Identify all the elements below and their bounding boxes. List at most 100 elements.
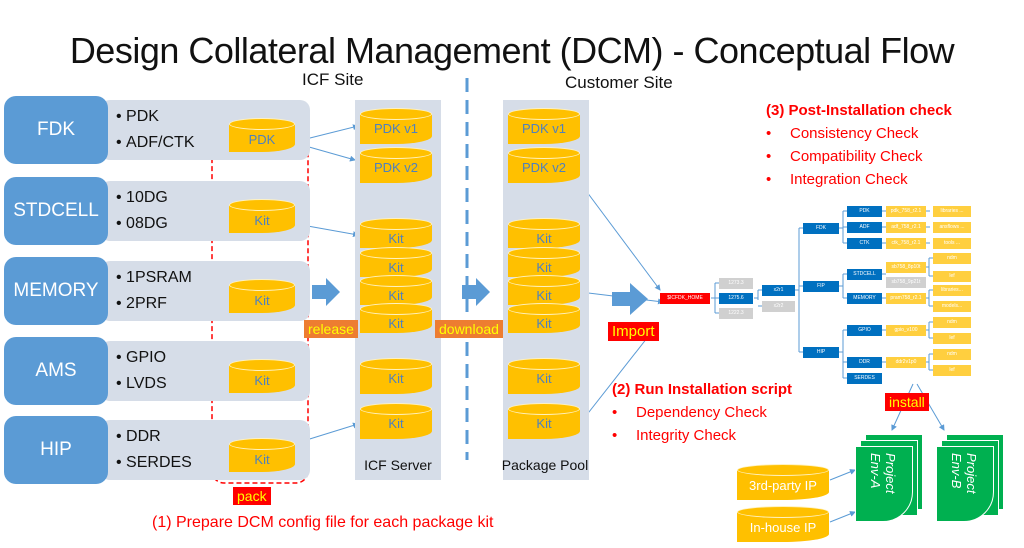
arrow-pdk-v2 xyxy=(301,144,356,162)
tree-hip-node: DDR xyxy=(847,357,882,368)
pack-drum: Kit xyxy=(229,279,295,313)
pack-drum: PDK xyxy=(229,118,295,152)
category-items: 1PSRAM 2PRF xyxy=(116,265,192,317)
arrow-pool-root xyxy=(577,179,661,291)
category-item: LVDS xyxy=(116,371,167,397)
tree-rev: x2r2 xyxy=(762,301,795,312)
storage-drum: Kit xyxy=(508,303,580,333)
tree-group: HIP xyxy=(803,347,839,358)
install-tag: install xyxy=(885,393,929,411)
step2-item: Integrity Check xyxy=(612,424,792,447)
step3-item: Compatibility Check xyxy=(766,145,952,168)
tree-fip-pkg-alt: sb758_9p21t xyxy=(886,277,926,288)
step3-item: Integration Check xyxy=(766,168,952,191)
category-item: 2PRF xyxy=(116,291,192,317)
category-item: 08DG xyxy=(116,211,168,237)
storage-drum: Kit xyxy=(508,403,580,439)
storage-drum: PDK v2 xyxy=(508,147,580,183)
tree-fip-leaf: lef xyxy=(933,271,971,282)
storage-drum: Kit xyxy=(360,303,432,333)
step3-item: Consistency Check xyxy=(766,122,952,145)
category-item: 1PSRAM xyxy=(116,265,192,291)
step2-heading: (2) Run Installation script xyxy=(612,381,793,398)
step2-block: (2) Run Installation script Dependency C… xyxy=(612,378,792,447)
tree-fdk-pkg: ctk_758_r2.1 xyxy=(886,238,926,249)
category-hip: HIP xyxy=(4,416,108,484)
category-items: 10DG 08DG xyxy=(116,185,168,237)
step2-item: Dependency Check xyxy=(612,401,792,424)
storage-drum: Kit xyxy=(360,275,432,305)
tree-fdk-pkg: pdk_758_r2.1 xyxy=(886,206,926,217)
category-items: GPIO LVDS xyxy=(116,345,167,397)
tree-version: 1273.3 xyxy=(719,278,753,289)
import-tag: Import xyxy=(608,322,659,341)
arrow-stdcell-kit xyxy=(301,224,359,238)
ip-source-3rdparty: 3rd-party IP xyxy=(737,464,829,500)
pack-tag: pack xyxy=(233,487,271,505)
tree-fip-pkg: sb758_8p10t xyxy=(886,262,926,273)
category-memory: MEMORY xyxy=(4,257,108,325)
tree-hip-pkg: gpio_v100 xyxy=(886,325,926,336)
category-item: ADF/CTK xyxy=(116,130,194,156)
category-items: PDK ADF/CTK xyxy=(116,104,194,156)
step3-heading: (3) Post-Installation check xyxy=(766,102,952,119)
storage-drum: Kit xyxy=(360,247,432,277)
category-ams: AMS xyxy=(4,337,108,405)
arrow-pdk-v1 xyxy=(301,124,359,141)
tree-fdk-node: CTK xyxy=(847,238,882,249)
icf-server-label: ICF Server xyxy=(364,457,432,473)
category-items: DDR SERDES xyxy=(116,424,192,476)
package-pool-label: Package Pool xyxy=(501,457,589,473)
tree-hip-leaf: ndm xyxy=(933,349,971,360)
tree-fdk-node: PDK xyxy=(847,206,882,217)
storage-drum: Kit xyxy=(508,358,580,394)
tree-hip-leaf: lef xyxy=(933,333,971,344)
storage-drum: Kit xyxy=(508,247,580,277)
tree-fip-leaf: models... xyxy=(933,301,971,312)
category-item: DDR xyxy=(116,424,192,450)
pack-drum: Kit xyxy=(229,199,295,233)
tree-fip-leaf: libraries... xyxy=(933,285,971,296)
storage-drum: PDK v2 xyxy=(360,147,432,183)
env-label-2: Env-A xyxy=(868,453,883,489)
pack-drum: Kit xyxy=(229,359,295,393)
env-label-1: Project xyxy=(883,453,898,494)
tree-group: FDK xyxy=(803,223,839,234)
tree-hip-leaf: lef xyxy=(933,365,971,376)
tree-fdk-leaf: libraries ... xyxy=(933,206,971,217)
tree-hip-pkg: ddr2v1p0 xyxy=(886,357,926,368)
release-tag: release xyxy=(304,320,358,338)
tree-fdk-pkg: adf_758_r2.1 xyxy=(886,222,926,233)
tree-hip-node: SERDES xyxy=(847,373,882,384)
project-env-1: Project Env-B xyxy=(936,446,994,522)
category-stdcell: STDCELL xyxy=(4,177,108,245)
release-arrow-icon xyxy=(312,278,340,306)
project-env-0: Project Env-A xyxy=(855,446,913,522)
tree-version: 1275.6 xyxy=(719,293,753,304)
arrow-install-b xyxy=(916,383,945,431)
tree-rev: x2r1 xyxy=(762,285,795,296)
storage-drum: Kit xyxy=(508,218,580,248)
arrow-3rdparty xyxy=(829,469,856,481)
ip-source-inhouse: In-house IP xyxy=(737,506,829,542)
category-item: 10DG xyxy=(116,185,168,211)
arrow-inhouse xyxy=(829,511,856,523)
tree-hip-node: GPIO xyxy=(847,325,882,336)
page-title: Design Collateral Management (DCM) - Con… xyxy=(69,30,955,71)
env-label-1: Project xyxy=(964,453,979,494)
category-item: GPIO xyxy=(116,345,167,371)
tree-fdk-leaf: ansflows ... xyxy=(933,222,971,233)
category-fdk: FDK xyxy=(4,96,108,164)
tree-root: $ICFDK_HOME xyxy=(660,293,710,304)
step1-text: (1) Prepare DCM config file for each pac… xyxy=(152,514,494,531)
storage-drum: Kit xyxy=(360,403,432,439)
category-item: SERDES xyxy=(116,450,192,476)
env-label-2: Env-B xyxy=(949,453,964,489)
storage-drum: PDK v1 xyxy=(360,108,432,144)
storage-drum: Kit xyxy=(360,218,432,248)
storage-drum: Kit xyxy=(508,275,580,305)
download-arrow-icon xyxy=(462,278,490,306)
customer-site-label: Customer Site xyxy=(565,73,673,92)
tree-fip-pkg: pram758_r2.1 xyxy=(886,293,926,304)
